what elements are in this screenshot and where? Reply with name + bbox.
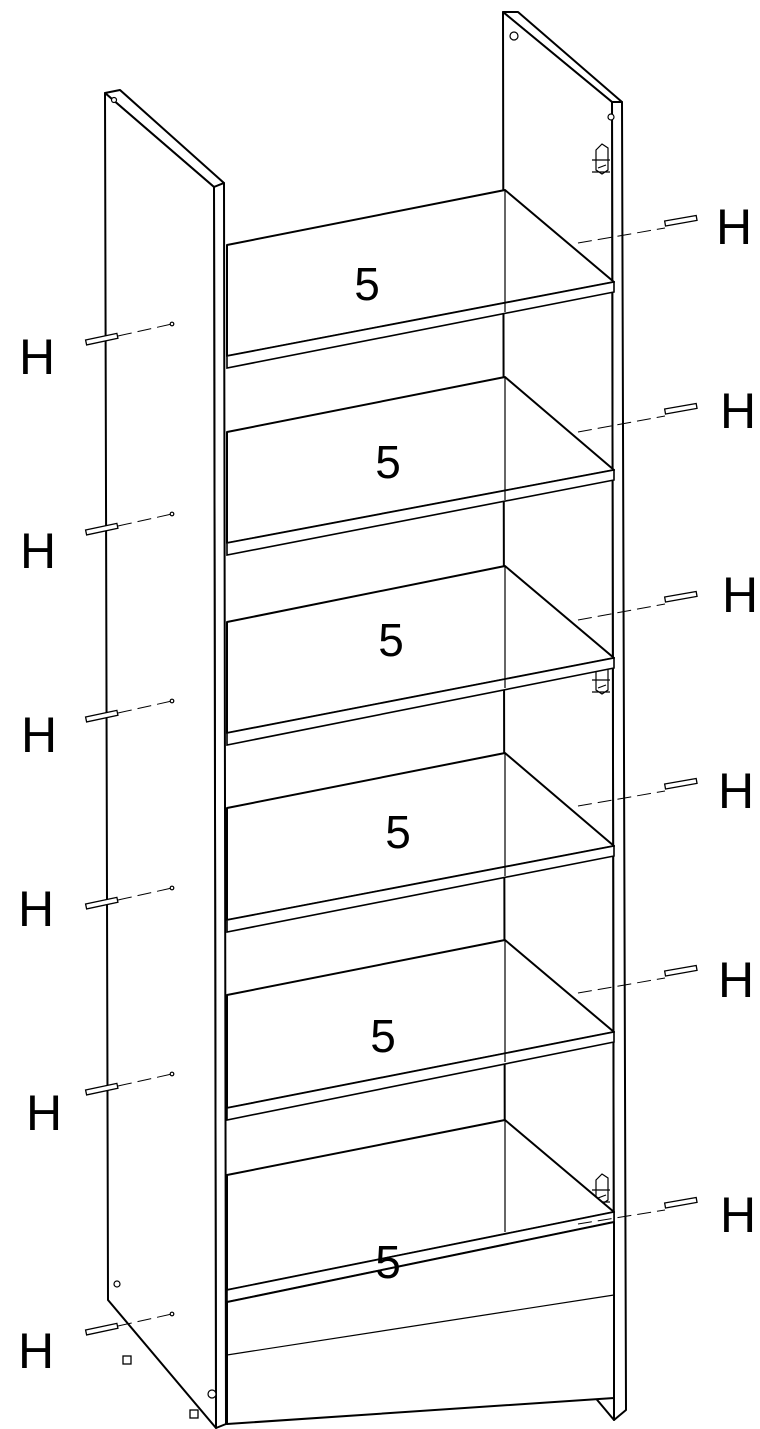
- shelf-label: 5: [375, 1236, 401, 1288]
- shelf-label: 5: [354, 258, 380, 310]
- dowel-label: H: [19, 329, 55, 385]
- dowel-label: H: [718, 952, 754, 1008]
- shelf-label: 5: [375, 436, 401, 488]
- cam-hole-icon: [110, 96, 118, 104]
- dowel-label: H: [20, 523, 56, 579]
- hinge-plate-icon: [592, 1173, 610, 1205]
- dowel-icon: [577, 590, 698, 621]
- hinge-plate-icon: [592, 663, 610, 695]
- dowel-label: H: [720, 1187, 756, 1243]
- dowel-label: H: [720, 383, 756, 439]
- dowel-icon: [84, 1311, 175, 1336]
- dowel-label: H: [716, 199, 752, 255]
- cam-hole-icon: [509, 31, 519, 41]
- dowel-label: H: [21, 707, 57, 763]
- shelf-label: 5: [385, 806, 411, 858]
- dowel-icon: [84, 511, 175, 536]
- cam-hole-icon: [207, 1389, 217, 1399]
- shelves: [226, 189, 615, 1425]
- left-side-panel: [104, 89, 227, 1429]
- dowel-icon: [84, 885, 175, 910]
- dowel-label: H: [722, 567, 758, 623]
- hinge-plate-icon: [592, 143, 610, 175]
- leveler-foot-icon: [189, 1409, 199, 1419]
- shelf-label: 5: [378, 614, 404, 666]
- dowel-icon: [577, 1196, 698, 1225]
- dowel-label: H: [18, 1323, 54, 1379]
- cam-hole-icon: [607, 113, 615, 121]
- dowel-icon: [577, 214, 698, 244]
- right-side-panel: [502, 11, 627, 1421]
- dowel-icon: [577, 402, 698, 433]
- cam-hole-icon: [113, 1280, 121, 1288]
- dowel-icon: [84, 698, 175, 723]
- right-dowel-group: [577, 214, 698, 1225]
- dowel-icon: [84, 1071, 175, 1096]
- dowel-label: H: [18, 881, 54, 937]
- dowel-label: H: [718, 763, 754, 819]
- dowel-icon: [84, 321, 175, 346]
- dowel-label: H: [26, 1085, 62, 1141]
- leveler-foot-icon: [122, 1355, 132, 1365]
- dowel-icon: [577, 964, 698, 994]
- shelf-label: 5: [370, 1010, 396, 1062]
- left-dowel-group: [84, 321, 175, 1336]
- dowel-icon: [577, 777, 698, 807]
